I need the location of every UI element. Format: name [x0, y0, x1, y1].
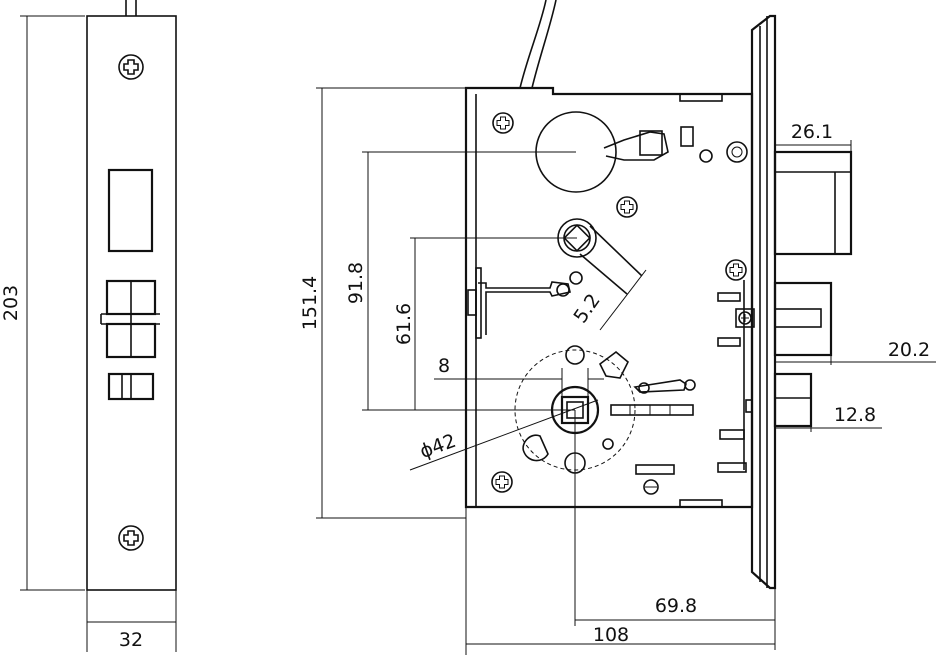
- phillips-screw-icon: [492, 112, 514, 134]
- deadbolt-opening: [107, 168, 154, 253]
- dim-square-spindle: 8: [438, 355, 450, 377]
- dim-cylinder-to-hub: 61.6: [393, 303, 415, 345]
- latch-bolt: [773, 150, 853, 256]
- dim-guard-bolt-projection: 12.8: [834, 404, 876, 426]
- faceplate-outline: [86, 15, 177, 591]
- front-plate: [750, 14, 777, 590]
- guard-bolt-side: [773, 372, 813, 428]
- phillips-screw-icon: [616, 196, 638, 218]
- dim-hub-to-top: 91.8: [345, 262, 367, 304]
- phillips-screw-icon: [491, 471, 513, 493]
- phillips-screw-icon: [735, 308, 755, 328]
- slotted-screw-icon: [643, 479, 659, 495]
- dim-lever-offset: 5.2: [569, 290, 604, 327]
- dimension-lines: 151.4 91.8 61.6 8 ϕ42 5.2 26.1 20.2: [299, 87, 936, 655]
- deadbolt: [773, 281, 833, 357]
- lock-body-view: [464, 0, 853, 590]
- phillips-screw-icon: [118, 54, 144, 80]
- phillips-screw-icon: [725, 259, 747, 281]
- dim-body-depth: 108: [593, 624, 629, 646]
- phillips-screw-icon: [118, 525, 144, 551]
- dim-cylinder-diameter: ϕ42: [417, 430, 459, 463]
- dim-body-height: 151.4: [299, 276, 321, 330]
- dim-latch-projection: 26.1: [791, 121, 833, 143]
- faceplate-view: 203 32: [0, 0, 177, 652]
- dim-faceplate-width: 32: [119, 629, 143, 651]
- dim-deadbolt-projection: 20.2: [888, 339, 930, 361]
- dim-backset: 69.8: [655, 595, 697, 617]
- dim-faceplate-height: 203: [0, 285, 22, 321]
